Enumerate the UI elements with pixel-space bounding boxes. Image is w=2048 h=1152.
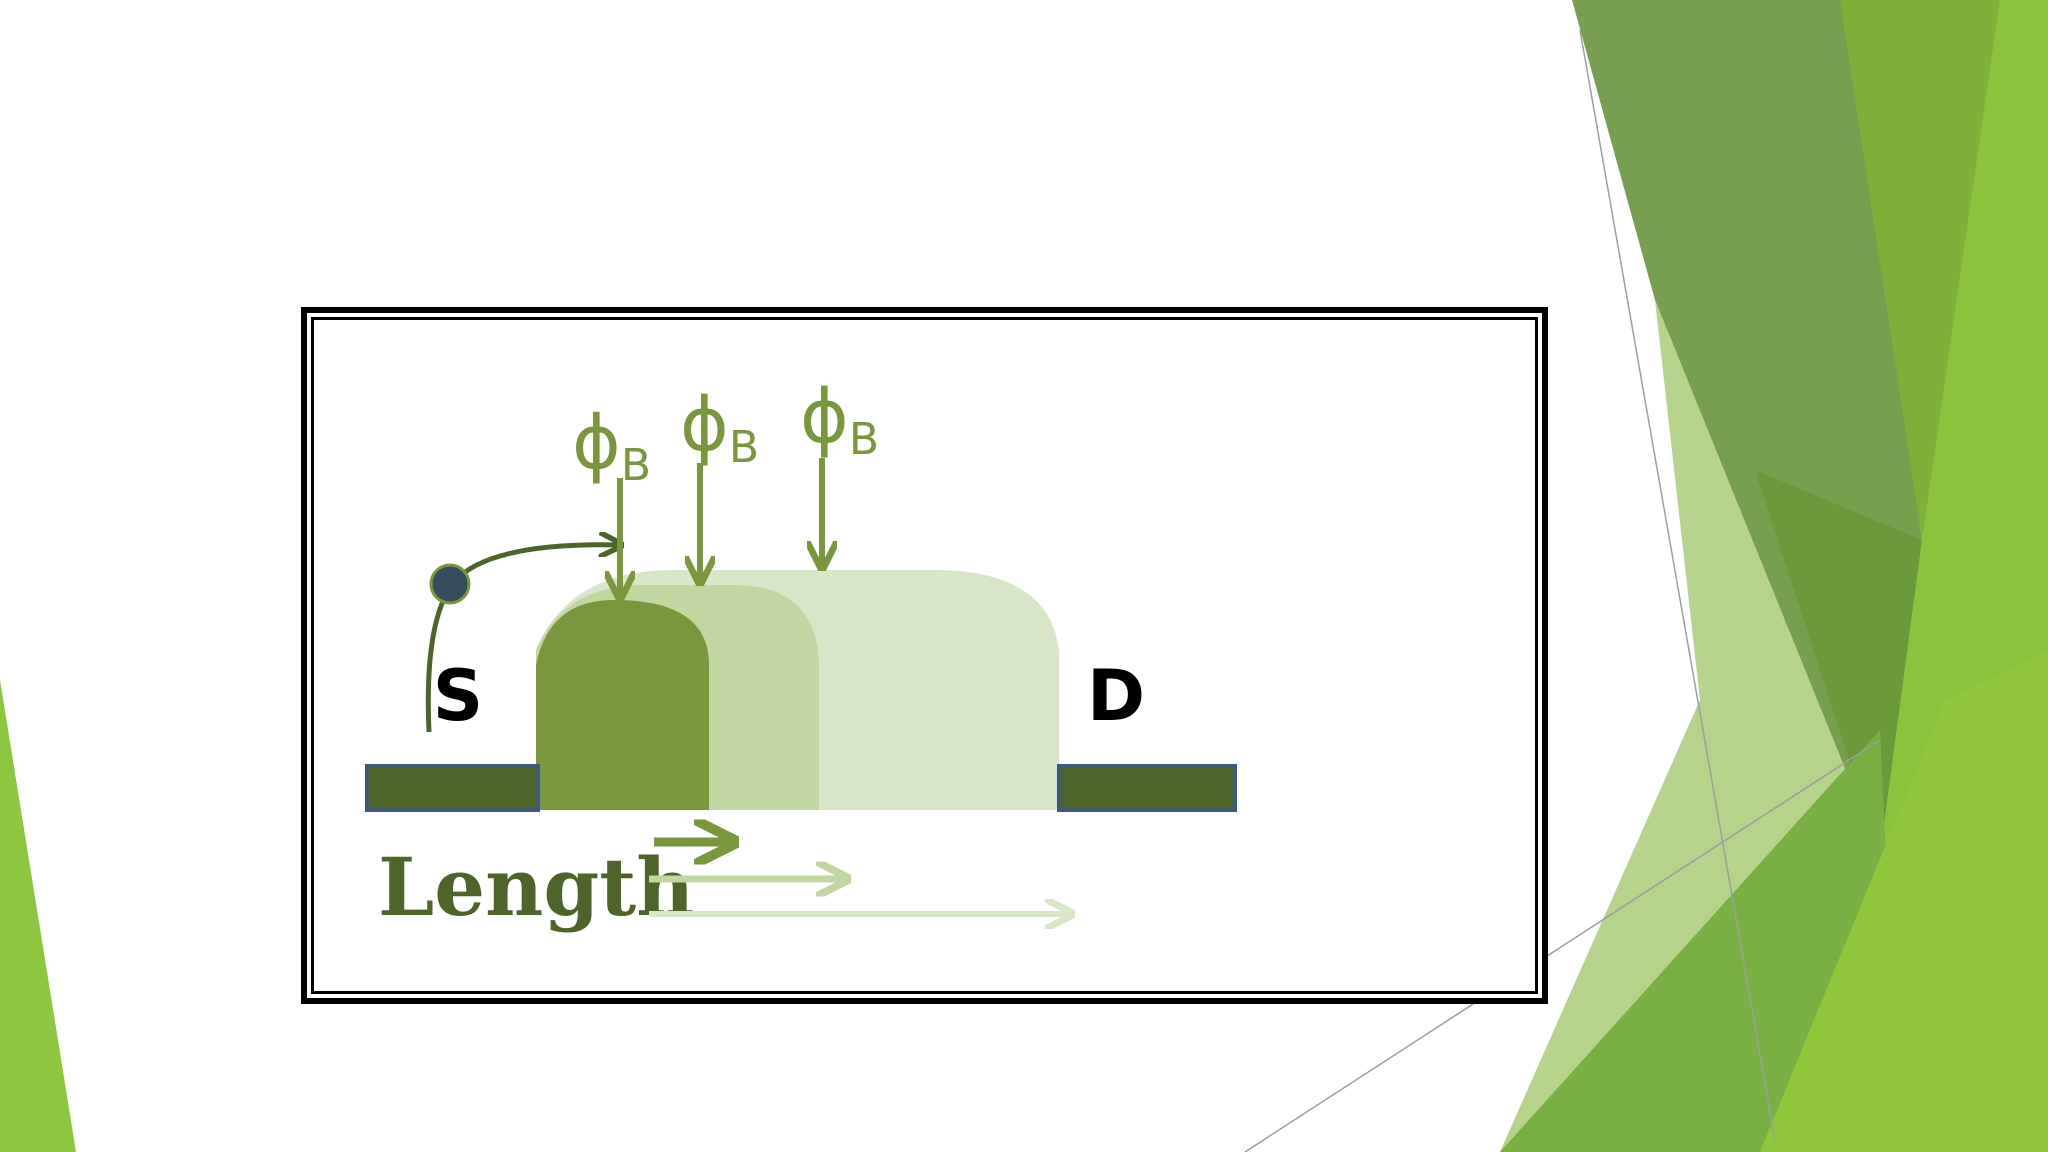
right-facet-lower-bright [1760,650,2048,1152]
right-facet-mid [1840,0,2000,540]
diagram-frame: S D ϕB ϕB ϕB Length [301,307,1548,1004]
barrier-label-2: ϕB [680,382,759,473]
length-label: Length [378,840,694,934]
source-label: S [433,655,483,737]
phi-subscript-1: B [621,440,651,491]
diagram-panel: S D ϕB ϕB ϕB Length [311,317,1538,994]
phi-symbol-1: ϕ [572,400,621,486]
phi-subscript-2: B [729,422,759,473]
electron-dot [429,563,471,605]
phi-symbol-2: ϕ [680,382,729,468]
thin-line-2 [1244,739,1881,1152]
drain-electrode [1057,764,1237,812]
source-electrode [365,764,540,812]
thin-line-1 [1579,29,1776,1141]
drain-label: D [1087,655,1145,737]
right-facet-lower [1500,730,1900,1152]
barrier-label-1: ϕB [572,400,651,491]
transistor-barrier-diagram: S D ϕB ϕB ϕB Length [365,374,1237,934]
phi-symbol-3: ϕ [800,374,849,460]
phi-subscript-3: B [849,414,879,465]
left-green-sliver [0,680,76,1152]
barrier-label-3: ϕB [800,374,879,465]
barrier-short [536,600,709,810]
